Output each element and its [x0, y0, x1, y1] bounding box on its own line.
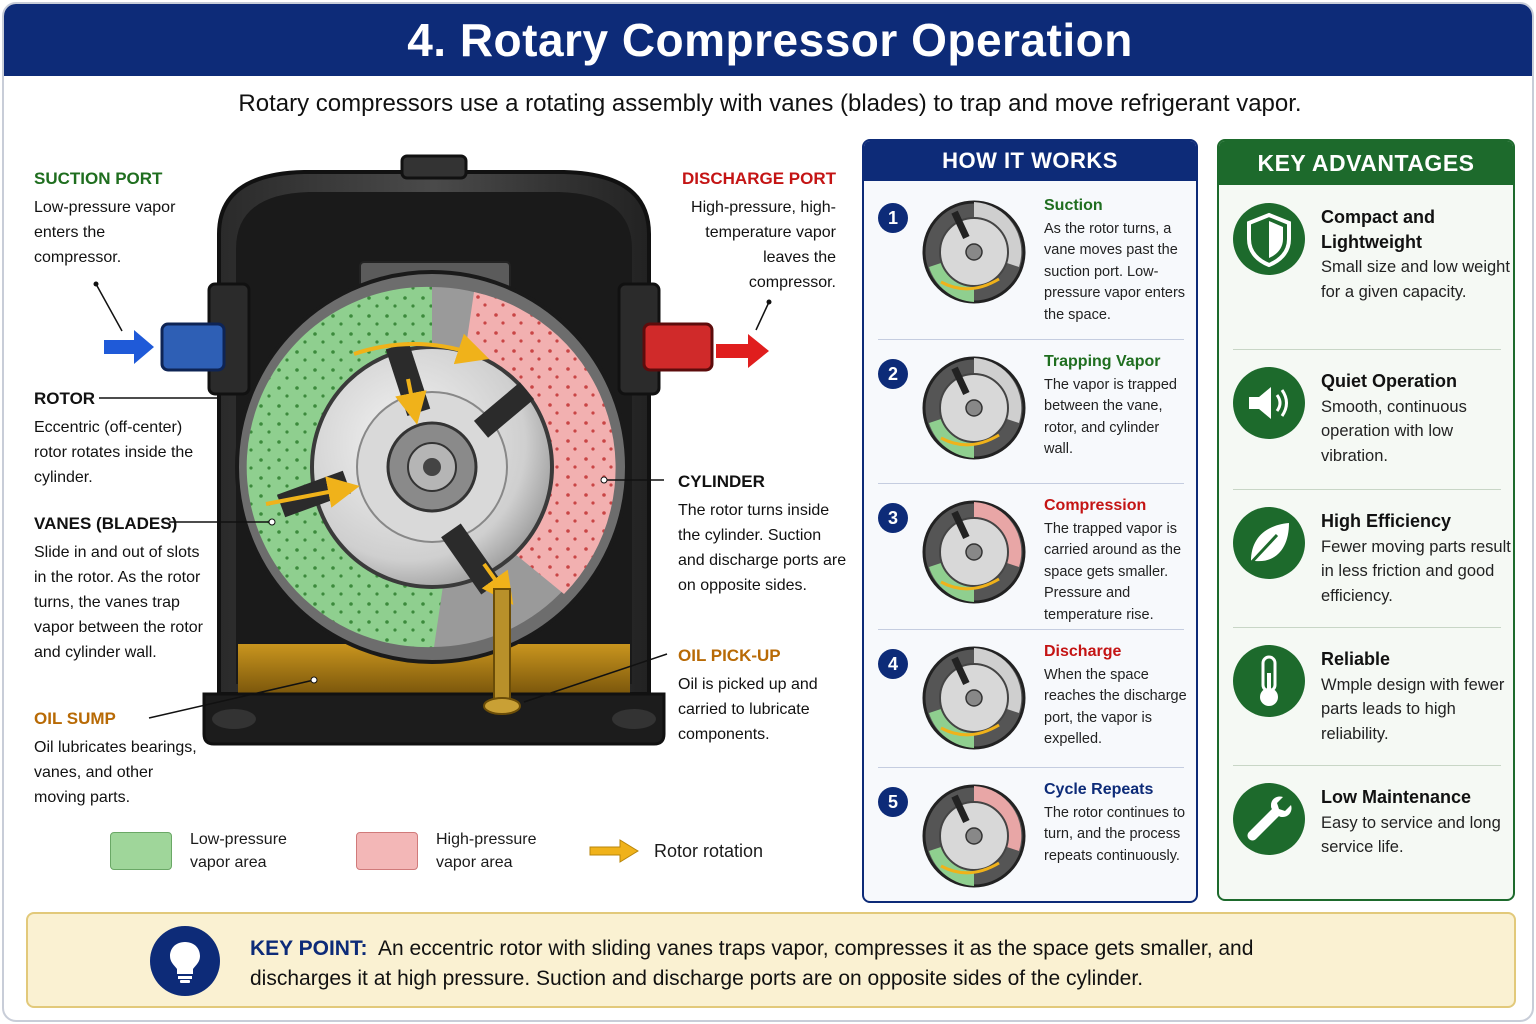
shield-icon	[1233, 203, 1305, 275]
step-divider	[878, 483, 1184, 484]
compressor-illustration	[93, 154, 772, 746]
step-number-badge: 2	[878, 359, 908, 389]
advantage-divider	[1233, 489, 1501, 490]
step-description: When the space reaches the discharge por…	[1044, 666, 1187, 748]
discharge-port-text: High-pressure, high-temperature vapor le…	[691, 199, 836, 291]
step-number-badge: 3	[878, 503, 908, 533]
step-number-badge: 1	[878, 203, 908, 233]
cylinder-text: The rotor turns inside the cylinder. Suc…	[678, 502, 847, 594]
oil-pickup-heading: OIL PICK-UP	[678, 646, 781, 665]
step-diagram-icon	[922, 784, 1026, 888]
oil-sump-heading: OIL SUMP	[34, 709, 116, 728]
step-divider	[878, 629, 1184, 630]
discharge-port-label: DISCHARGE PORT High-pressure, high-tempe…	[680, 166, 836, 295]
step-title: Suction	[1044, 197, 1103, 214]
step-diagram-icon	[922, 200, 1026, 304]
legend-low-label: Low-pressure vapor area	[190, 831, 287, 871]
step-diagram-icon	[922, 646, 1026, 750]
wrench-icon	[1233, 783, 1305, 855]
step-title: Discharge	[1044, 643, 1122, 660]
title-bar: 4. Rotary Compressor Operation	[4, 4, 1532, 76]
step-number-badge: 4	[878, 649, 908, 679]
step-title: Trapping Vapor	[1044, 353, 1161, 370]
vanes-label: VANES (BLADES) Slide in and out of slots…	[34, 511, 204, 665]
oil-sump-text: Oil lubricates bearings, vanes, and othe…	[34, 739, 197, 806]
oil-pickup-text: Oil is picked up and carried to lubricat…	[678, 676, 818, 743]
advantage-title: Compact and Lightweight	[1321, 207, 1436, 252]
suction-port-label: SUCTION PORT Low-pressure vapor enters t…	[34, 166, 184, 270]
cylinder-label: CYLINDER The rotor turns inside the cyli…	[678, 469, 848, 598]
speaker-icon	[1233, 367, 1305, 439]
cylinder-heading: CYLINDER	[678, 472, 765, 491]
vanes-text: Slide in and out of slots in the rotor. …	[34, 544, 203, 661]
step-description: The rotor continues to turn, and the pro…	[1044, 804, 1186, 864]
key-point-box: KEY POINT: An eccentric rotor with slidi…	[26, 912, 1516, 1008]
advantage-title: Reliable	[1321, 649, 1391, 669]
advantage-title: Low Maintenance	[1321, 787, 1472, 807]
rotation-arrow-icon	[589, 839, 639, 863]
how-it-works-panel: HOW IT WORKS 1 Suction As the rotor turns,…	[862, 139, 1198, 903]
advantage-title: Quiet Operation	[1321, 371, 1458, 391]
key-point-text: KEY POINT: An eccentric rotor with slidi…	[250, 934, 1350, 994]
step-diagram-icon	[922, 356, 1026, 460]
legend-high-pressure: High-pressure vapor area	[356, 828, 556, 874]
advantage-title: High Efficiency	[1321, 511, 1452, 531]
advantage-divider	[1233, 765, 1501, 766]
step-title: Cycle Repeats	[1044, 781, 1154, 798]
step-description: The trapped vapor is carried around as t…	[1044, 520, 1182, 623]
advantage-description: Wmple design with fewer parts leads to h…	[1321, 675, 1505, 743]
rotor-label: ROTOR Eccentric (off-center) rotor rotat…	[34, 386, 202, 490]
discharge-port-heading: DISCHARGE PORT	[682, 169, 836, 188]
step-text-block: Suction As the rotor turns, a vane moves …	[1044, 195, 1192, 326]
key-point-body: An eccentric rotor with sliding vanes tr…	[250, 937, 1254, 990]
vanes-heading: VANES (BLADES)	[34, 514, 178, 533]
page-title: 4. Rotary Compressor Operation	[407, 14, 1133, 66]
page-subtitle: Rotary compressors use a rotating assemb…	[238, 90, 1302, 117]
legend-rotation: Rotor rotation	[588, 838, 763, 864]
advantage-description: Small size and low weight for a given ca…	[1321, 258, 1510, 301]
rotor-heading: ROTOR	[34, 389, 96, 408]
how-it-works-heading: HOW IT WORKS	[864, 141, 1196, 181]
advantage-divider	[1233, 627, 1501, 628]
rotor-text: Eccentric (off-center) rotor rotates ins…	[34, 419, 194, 486]
step-divider	[878, 339, 1184, 340]
legend-rotation-label: Rotor rotation	[654, 840, 764, 861]
suction-port-heading: SUCTION PORT	[34, 169, 163, 188]
advantage-description: Smooth, continuous operation with low vi…	[1321, 397, 1467, 465]
advantage-divider	[1233, 349, 1501, 350]
legend-high-label: High-pressure vapor area	[436, 831, 537, 871]
step-number-badge: 5	[878, 787, 908, 817]
key-advantages-heading: KEY ADVANTAGES	[1219, 141, 1513, 185]
leaf-icon	[1233, 507, 1305, 579]
lightbulb-icon	[150, 926, 220, 996]
oil-pickup-label: OIL PICK-UP Oil is picked up and carried…	[678, 643, 843, 747]
step-title: Compression	[1044, 497, 1147, 514]
low-pressure-swatch	[110, 832, 172, 870]
oil-sump-label: OIL SUMP Oil lubricates bearings, vanes,…	[34, 706, 204, 810]
step-description: As the rotor turns, a vane moves past th…	[1044, 220, 1186, 323]
suction-port-text: Low-pressure vapor enters the compressor…	[34, 199, 176, 266]
step-divider	[878, 767, 1184, 768]
thermometer-icon	[1233, 645, 1305, 717]
step-description: The vapor is trapped between the vane, r…	[1044, 376, 1177, 458]
advantage-description: Easy to service and long service life.	[1321, 813, 1501, 857]
key-point-label: KEY POINT:	[250, 937, 368, 960]
step-diagram-icon	[922, 500, 1026, 604]
legend-low-pressure: Low-pressure vapor area	[110, 828, 300, 874]
high-pressure-swatch	[356, 832, 418, 870]
advantage-description: Fewer moving parts result in less fricti…	[1321, 537, 1511, 605]
